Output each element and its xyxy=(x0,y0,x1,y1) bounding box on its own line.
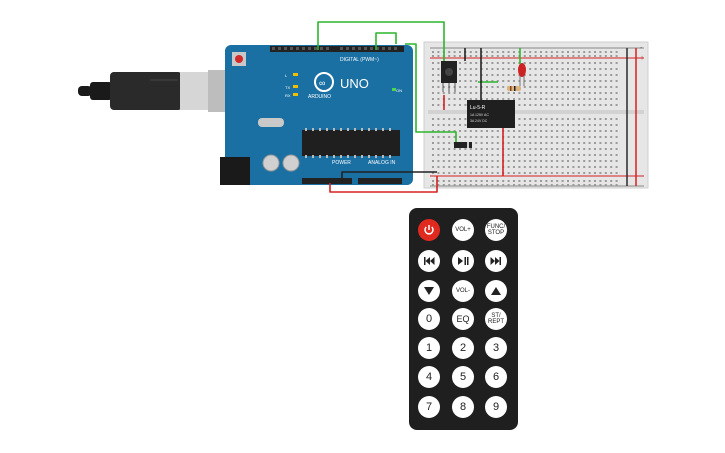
play-pause-icon xyxy=(457,256,469,266)
breadboard-minus-label: - xyxy=(640,45,643,52)
reset-button[interactable] xyxy=(235,55,243,63)
svg-text:∞: ∞ xyxy=(319,78,325,88)
remote-button-six[interactable]: 6 xyxy=(485,366,507,388)
breadboard[interactable]: + - xyxy=(423,41,649,189)
wire-black-gnd[interactable] xyxy=(341,171,437,183)
wires xyxy=(317,21,521,193)
wire-green-relay[interactable] xyxy=(405,43,457,142)
l-led-label: L xyxy=(285,73,288,78)
arduino-uno-board[interactable]: ∞ UNO ARDUINO DIGITAL (PWM~) ON L TX RX … xyxy=(220,45,413,185)
remote-button-two[interactable]: 2 xyxy=(452,337,474,359)
wire-green-pin[interactable] xyxy=(375,32,397,50)
remote-button-label: FUNC/ STOP xyxy=(486,224,506,236)
remote-button-label: VOL- xyxy=(455,288,470,294)
fast-forward-icon xyxy=(490,256,502,266)
board-brand-label: ARDUINO xyxy=(308,94,331,100)
remote-button-one[interactable]: 1 xyxy=(418,337,440,359)
remote-button-four[interactable]: 4 xyxy=(418,366,440,388)
atmega-chip xyxy=(302,130,400,156)
relay-label: Lu-5-R xyxy=(470,105,486,111)
on-led-label: ON xyxy=(396,88,402,93)
remote-button-label: 3 xyxy=(492,341,500,354)
remote-button-label: 7 xyxy=(425,400,433,413)
digital-header-label: DIGITAL (PWM~) xyxy=(340,57,379,63)
relay-rating-1: 1A 125V AC xyxy=(470,113,489,117)
remote-button-down[interactable] xyxy=(418,280,440,302)
power-header-label: POWER xyxy=(332,160,351,166)
board-model-label: UNO xyxy=(340,76,369,91)
breadboard-holes xyxy=(432,51,618,186)
wire-green-ir-signal[interactable] xyxy=(317,21,445,61)
remote-button-up[interactable] xyxy=(485,280,507,302)
remote-button-nine[interactable]: 9 xyxy=(485,396,507,418)
red-led[interactable] xyxy=(518,63,526,86)
remote-button-st-rept[interactable]: ST/ REPT xyxy=(485,308,507,330)
remote-button-label: 4 xyxy=(425,370,433,383)
remote-button-play-pause[interactable] xyxy=(452,250,474,272)
relay-module[interactable]: Lu-5-R 1A 125V AC 3A 24V DC xyxy=(467,100,515,128)
remote-button-label: 6 xyxy=(492,370,500,383)
ir-remote[interactable]: VOL+ FUNC/ STOP VOL- 0 EQ ST/ REPT 1 2 3 4 5 6 7 8 9 xyxy=(409,208,518,430)
remote-button-three[interactable]: 3 xyxy=(485,337,507,359)
remote-button-func-stop[interactable]: FUNC/ STOP xyxy=(485,219,507,241)
remote-button-next[interactable] xyxy=(485,250,507,272)
power-icon xyxy=(423,224,435,236)
remote-button-label: 0 xyxy=(425,312,433,325)
remote-button-label: 9 xyxy=(492,400,500,413)
rx-led-label: RX xyxy=(285,93,291,98)
wire-red-5v[interactable] xyxy=(329,176,438,193)
rewind-icon xyxy=(423,256,435,266)
remote-button-prev[interactable] xyxy=(418,250,440,272)
analog-header-label: ANALOG IN xyxy=(368,160,396,166)
remote-button-label: 2 xyxy=(459,341,467,354)
arrow-down-icon xyxy=(424,287,434,295)
remote-button-label: 5 xyxy=(459,370,467,383)
remote-button-power[interactable] xyxy=(418,219,440,241)
usb-cable[interactable] xyxy=(78,70,230,112)
arrow-up-icon xyxy=(491,287,501,295)
remote-button-eight[interactable]: 8 xyxy=(452,396,474,418)
remote-button-eq[interactable]: EQ xyxy=(452,308,474,330)
ir-receiver[interactable] xyxy=(441,61,457,92)
remote-button-label: EQ xyxy=(456,313,470,324)
remote-button-vol-up[interactable]: VOL+ xyxy=(452,219,474,241)
diode[interactable] xyxy=(454,142,472,148)
relay-rating-2: 3A 24V DC xyxy=(470,119,488,123)
remote-button-label: VOL+ xyxy=(455,227,471,233)
remote-button-label: ST/ REPT xyxy=(487,313,504,325)
remote-button-zero[interactable]: 0 xyxy=(418,308,440,330)
breadboard-plus-label: + xyxy=(640,55,644,62)
tx-led-label: TX xyxy=(285,85,290,90)
remote-button-five[interactable]: 5 xyxy=(452,366,474,388)
resistor[interactable] xyxy=(507,86,521,91)
remote-button-vol-down[interactable]: VOL- xyxy=(452,280,474,302)
remote-button-label: 8 xyxy=(459,400,467,413)
remote-button-seven[interactable]: 7 xyxy=(418,396,440,418)
remote-button-label: 1 xyxy=(425,341,433,354)
